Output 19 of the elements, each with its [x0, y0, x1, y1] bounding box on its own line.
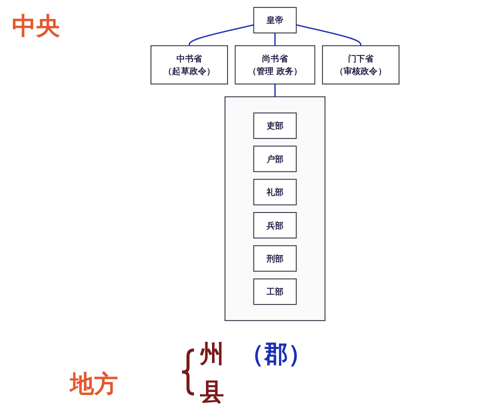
connector-line: [296, 24, 362, 46]
office-box: 吏部: [253, 112, 297, 139]
office-box: 兵部: [253, 212, 297, 238]
office-box: 中书省 （起草政令）: [150, 45, 228, 84]
office-box: 门下省 （审核政令）: [322, 45, 400, 84]
label-text: 县: [200, 377, 224, 408]
label-text: 地方: [70, 369, 118, 400]
office-box: 皇帝: [253, 6, 297, 34]
label-text: 州: [200, 339, 224, 370]
office-box: 刑部: [253, 245, 297, 272]
office-box: 户部: [253, 146, 297, 172]
connector-line: [274, 32, 276, 46]
office-box: 礼部: [253, 178, 297, 206]
label-text: 中央: [12, 11, 60, 42]
connector-line: [274, 84, 276, 97]
connector-line: [188, 24, 254, 46]
office-box: 尚书省 （管理 政务）: [234, 45, 316, 84]
office-box: 工部: [253, 278, 297, 305]
label-text: （郡）: [240, 339, 312, 370]
